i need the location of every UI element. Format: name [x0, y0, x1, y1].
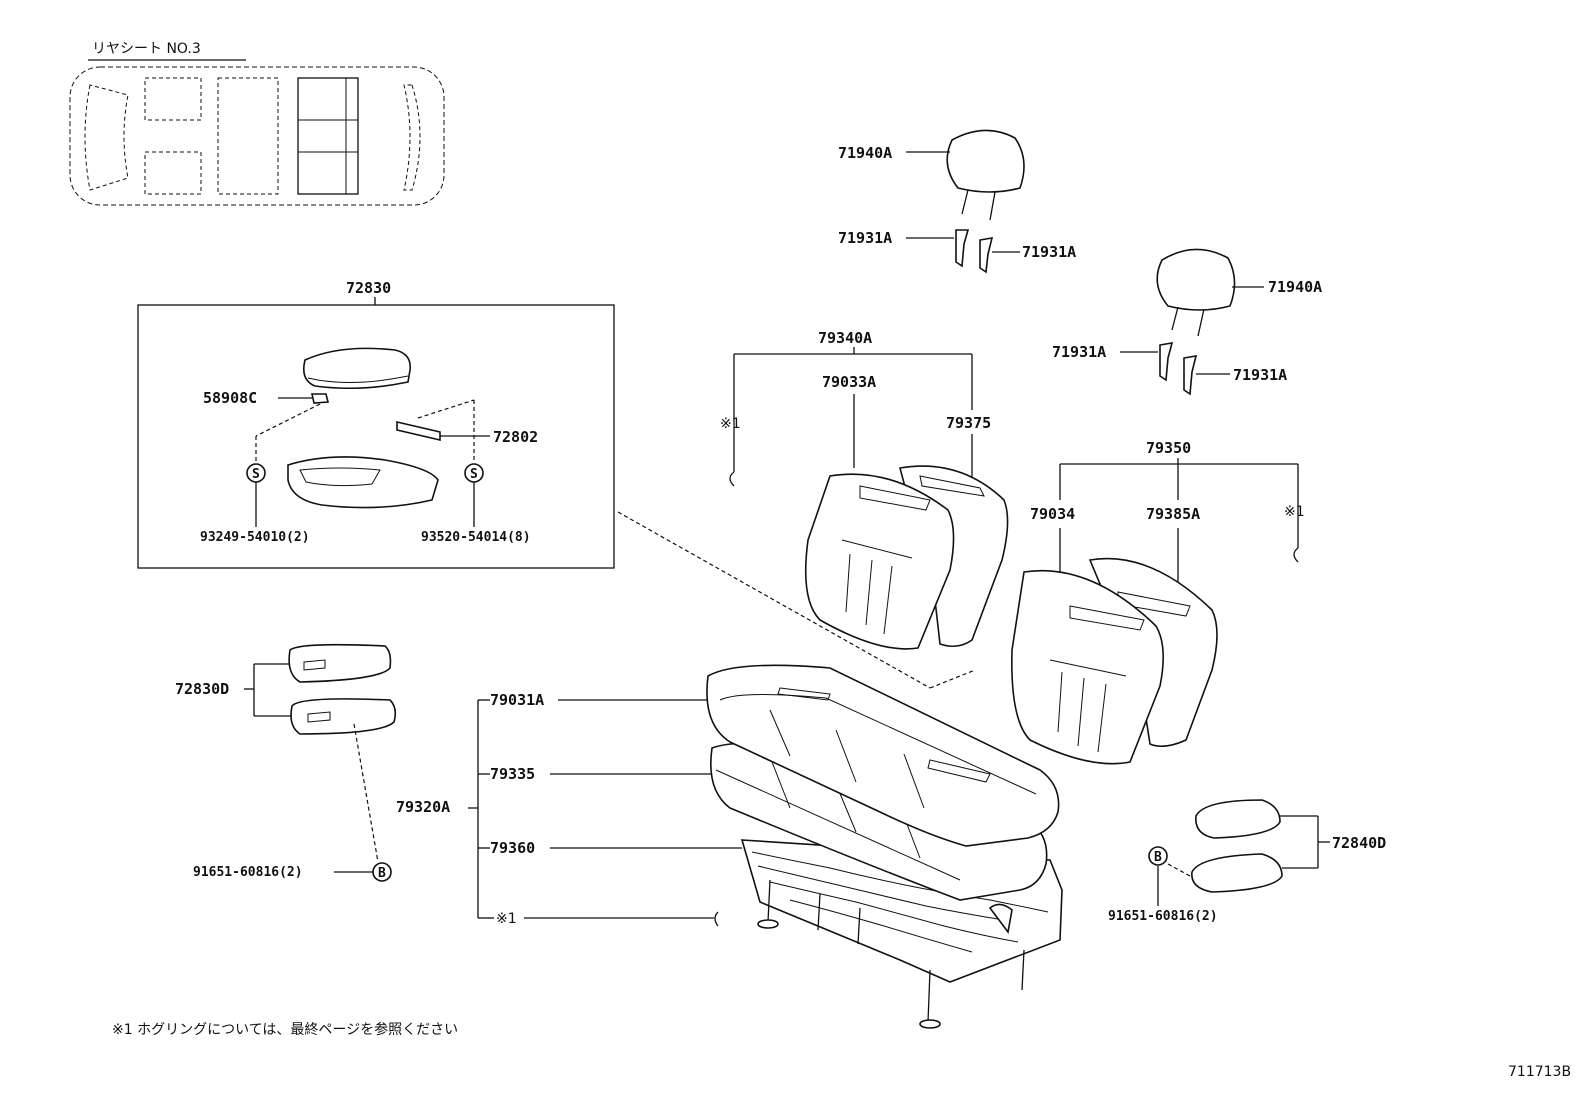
label-91651-right: 91651-60816(2)	[1108, 909, 1218, 924]
armrest-right-upper	[1195, 799, 1281, 839]
marker-s-left-text: S	[252, 467, 260, 482]
armrest-assembly-box: 72830 58908C 72802 S 93249-54010(2) S 93…	[137, 279, 615, 569]
rear-window	[403, 84, 421, 191]
label-79385A: 79385A	[1146, 505, 1200, 523]
second-row-seat	[217, 77, 279, 195]
front-windshield	[84, 84, 129, 191]
ref1-b: ※1	[1284, 504, 1305, 520]
overview-title: リヤシート NO.3	[92, 41, 201, 57]
marker-b-left	[372, 862, 392, 882]
label-71940A-1: 71940A	[838, 144, 892, 162]
armrest-pad	[302, 347, 412, 390]
label-79031A: 79031A	[490, 691, 544, 709]
vehicle-outline	[69, 66, 445, 206]
guide-71931A-2	[979, 237, 994, 274]
headrest-right: 71940A 71931A 71931A	[1052, 248, 1322, 396]
seat-back-left: 79340A ※1 79033A 79375	[720, 329, 1009, 650]
seat-back-left-cushion	[804, 473, 955, 650]
marker-b-right-text: B	[1154, 850, 1162, 865]
label-72802: 72802	[493, 428, 538, 446]
label-71931A-2: 71931A	[1022, 243, 1076, 261]
armrest-right-72840D: 72840D B 91651-60816(2)	[1108, 799, 1386, 924]
front-seat-left	[144, 77, 202, 121]
third-row-seat-highlighted	[297, 77, 359, 195]
label-72830: 72830	[346, 279, 391, 297]
front-seat-right	[144, 151, 202, 195]
figure-id: 711713B	[1508, 1064, 1571, 1080]
seat-cushion-stack	[706, 664, 1063, 1029]
label-91651-left: 91651-60816(2)	[193, 865, 303, 880]
label-79033A: 79033A	[822, 373, 876, 391]
seat-back-right-cushion	[1011, 569, 1164, 765]
label-79360: 79360	[490, 839, 535, 857]
marker-s-right-text: S	[470, 467, 478, 482]
headrest-left: 71940A 71931A 71931A	[838, 129, 1076, 274]
label-93249: 93249-54010(2)	[200, 530, 310, 545]
label-79350: 79350	[1146, 439, 1191, 457]
label-79320A: 79320A	[396, 798, 450, 816]
armrest-left-lower	[290, 698, 397, 735]
ref1-a: ※1	[720, 416, 741, 432]
armrest-frame	[287, 456, 439, 509]
assembly-frame	[137, 304, 615, 569]
armrest-right-lower	[1191, 853, 1283, 893]
label-72840D: 72840D	[1332, 834, 1386, 852]
seat-cushion-cover	[706, 664, 1060, 847]
cushion-callouts: 79031A 79335 79320A 79360 ※1	[396, 691, 742, 927]
marker-b-right	[1148, 846, 1168, 866]
label-72830D: 72830D	[175, 680, 229, 698]
guide-71931A-1	[955, 229, 970, 268]
marker-b-left-text: B	[378, 866, 386, 881]
label-93520: 93520-54014(8)	[421, 530, 531, 545]
label-79375: 79375	[946, 414, 991, 432]
ref1-c: ※1	[496, 911, 517, 927]
footnote: ※1 ホグリングについては、最終ページを参照ください	[112, 1021, 458, 1038]
guide-71931A-4	[1183, 355, 1198, 396]
guide-71931A-3	[1159, 342, 1174, 382]
label-71931A-4: 71931A	[1233, 366, 1287, 384]
headrest-right-cushion	[1156, 248, 1236, 311]
guide-line-box	[617, 511, 931, 689]
label-79335: 79335	[490, 765, 535, 783]
clip-58908C	[311, 393, 330, 404]
label-71931A-1: 71931A	[838, 229, 892, 247]
armrest-left-upper	[288, 643, 392, 683]
bracket-72802	[396, 420, 441, 442]
seat-back-right: 79350 79034 79385A ※1	[1011, 439, 1305, 765]
label-71940A-2: 71940A	[1268, 278, 1322, 296]
vehicle-overview: リヤシート NO.3	[69, 41, 445, 206]
label-71931A-3: 71931A	[1052, 343, 1106, 361]
label-58908C: 58908C	[203, 389, 257, 407]
label-79034: 79034	[1030, 505, 1075, 523]
headrest-left-cushion	[946, 129, 1025, 193]
label-79340A: 79340A	[818, 329, 872, 347]
armrest-left-72830D: 72830D 91651-60816(2) B	[175, 643, 397, 882]
